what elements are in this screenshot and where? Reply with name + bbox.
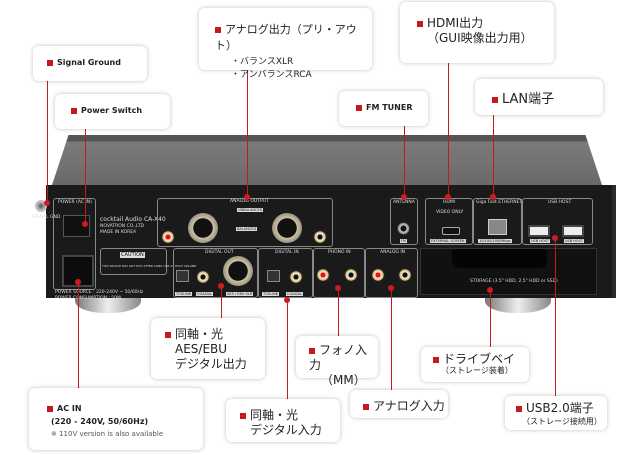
analog-output-section bbox=[157, 198, 333, 247]
hdmi-label: HDMI bbox=[443, 200, 456, 205]
power-section bbox=[53, 198, 96, 290]
analog-in-l bbox=[398, 268, 412, 282]
power-source-text: POWER SOURCE : 220-240V ~ 50/60Hz bbox=[55, 290, 144, 295]
caution-text: THIS DEVICE MAY GET HOT AFTER LONG USE A… bbox=[102, 264, 197, 268]
analog-in-r bbox=[371, 268, 385, 282]
toslink-in-tag: TOSLINK bbox=[262, 292, 280, 296]
fm-antenna-jack bbox=[397, 222, 410, 235]
hdmi-marker bbox=[445, 194, 451, 200]
maker-text: NOVATRON CO.,LTD bbox=[100, 224, 145, 229]
usb-tag-1: USB HOST bbox=[530, 239, 551, 243]
callout-lan: LAN端子 bbox=[475, 79, 603, 115]
lan-port bbox=[488, 219, 507, 235]
callout-analog-out: アナログ出力（プリ・アウト） ・バランスXLR・アンバランスRCA bbox=[199, 8, 372, 80]
analog-output-label: ANALOG OUTPUT bbox=[230, 199, 269, 204]
usb-host-label: USB HOST bbox=[548, 200, 572, 205]
caution-label bbox=[100, 248, 167, 275]
unbalanced-label: UNBALANCED bbox=[237, 208, 264, 212]
callout-drive-bay: ドライブベイ（ストレージ装着） bbox=[421, 347, 529, 382]
balanced-label: BALANCED bbox=[236, 227, 258, 231]
phono-in-section bbox=[313, 248, 365, 298]
usb-host-section bbox=[522, 198, 593, 245]
callout-hdmi: HDMI出力（GUI映像出力用） bbox=[400, 2, 554, 63]
digital-out-label: DIGITAL OUT bbox=[205, 250, 234, 255]
aes-ebu-out bbox=[223, 256, 253, 286]
signal-ground-marker bbox=[44, 200, 50, 206]
device-foot bbox=[485, 297, 551, 313]
callout-power-switch: Power Switch bbox=[55, 94, 170, 129]
drive-bay-marker bbox=[487, 287, 493, 293]
toslink-out bbox=[176, 270, 189, 282]
analog-in-marker bbox=[388, 285, 394, 291]
power-consumption-text: POWER CONSUMPTION : 50W bbox=[55, 296, 122, 301]
signal-gnd-label: SIGNAL GND bbox=[32, 215, 61, 220]
digital-in-marker bbox=[284, 297, 290, 303]
usb-tag-2: USB HOST bbox=[564, 239, 585, 243]
coaxial-in-tag: COAXIAL bbox=[286, 292, 304, 296]
fm-tag: FM bbox=[400, 239, 408, 243]
coaxial-out bbox=[196, 270, 210, 284]
device-foot bbox=[75, 297, 141, 313]
rca-out-r bbox=[161, 230, 175, 244]
callout-digital-in: 同軸・光デジタル入力 bbox=[226, 399, 340, 442]
phono-in-r bbox=[316, 268, 330, 282]
hdmi-port bbox=[442, 227, 460, 235]
digital-in-label: DIGITAL IN bbox=[275, 250, 299, 255]
rca-out-l bbox=[313, 230, 327, 244]
usb-port-2 bbox=[562, 225, 584, 237]
power-switch[interactable] bbox=[63, 215, 90, 237]
hdmi-section bbox=[425, 198, 473, 245]
storage-label: STORAGE (3.5" HDD, 2.5" HDD or SSD) bbox=[470, 279, 558, 284]
xlr-out-r bbox=[188, 213, 218, 243]
callout-ac-in: AC IN(220 - 240V, 50/60Hz)※ 110V version… bbox=[29, 388, 203, 450]
device-top-cover bbox=[52, 135, 602, 185]
power-switch-marker bbox=[82, 221, 88, 227]
ethernet-section bbox=[473, 198, 522, 245]
usb-marker bbox=[552, 235, 558, 241]
antenna-label: ANTENNA bbox=[393, 200, 415, 205]
digital-out-section bbox=[173, 248, 258, 298]
digital-out-marker bbox=[218, 283, 224, 289]
callout-signal-ground: Signal Ground bbox=[33, 46, 147, 81]
analog-out-marker bbox=[244, 194, 250, 200]
callout-usb: USB2.0端子（ストレージ接続用） bbox=[505, 396, 607, 430]
storage-bay[interactable] bbox=[420, 248, 597, 295]
made-in-text: MADE IN KOREA bbox=[100, 230, 137, 235]
phono-in-l bbox=[344, 268, 358, 282]
usb-port-1 bbox=[528, 225, 550, 237]
phono-in-label: PHONO IN bbox=[328, 250, 351, 255]
analog-in-label: ANALOG IN bbox=[380, 250, 406, 255]
toslink-tag: TOSLINK bbox=[175, 292, 193, 296]
storage-slot bbox=[452, 249, 547, 268]
fm-marker bbox=[401, 194, 407, 200]
callout-fm-tuner: FM TUNER bbox=[339, 91, 428, 126]
coaxial-tag: COAXIAL bbox=[196, 292, 214, 296]
brand-logo: cocktail Audio CA-X40 bbox=[100, 216, 166, 223]
ethernet-label: Giga Fast ETHERNET bbox=[476, 200, 523, 205]
lan-marker bbox=[490, 194, 496, 200]
ac-in-marker bbox=[75, 279, 81, 285]
toslink-in bbox=[267, 270, 280, 282]
power-label: POWER (AC IN) bbox=[58, 200, 92, 205]
caution-title: CAUTION bbox=[120, 252, 145, 258]
callout-phono: フォノ入力（MM） bbox=[296, 336, 378, 387]
aes-tag: AES / EBU XLR bbox=[226, 292, 254, 296]
video-only-label: VIDEO ONLY bbox=[436, 210, 464, 215]
phono-marker bbox=[335, 285, 341, 291]
xlr-out-l bbox=[272, 213, 302, 243]
callout-analog-in: アナログ入力 bbox=[350, 390, 448, 418]
external-screen-tag: EXTERNAL SCREEN bbox=[430, 239, 466, 243]
coaxial-in bbox=[289, 270, 303, 284]
ethernet-speed-tag: 10/100/1000Mbps bbox=[478, 239, 512, 243]
